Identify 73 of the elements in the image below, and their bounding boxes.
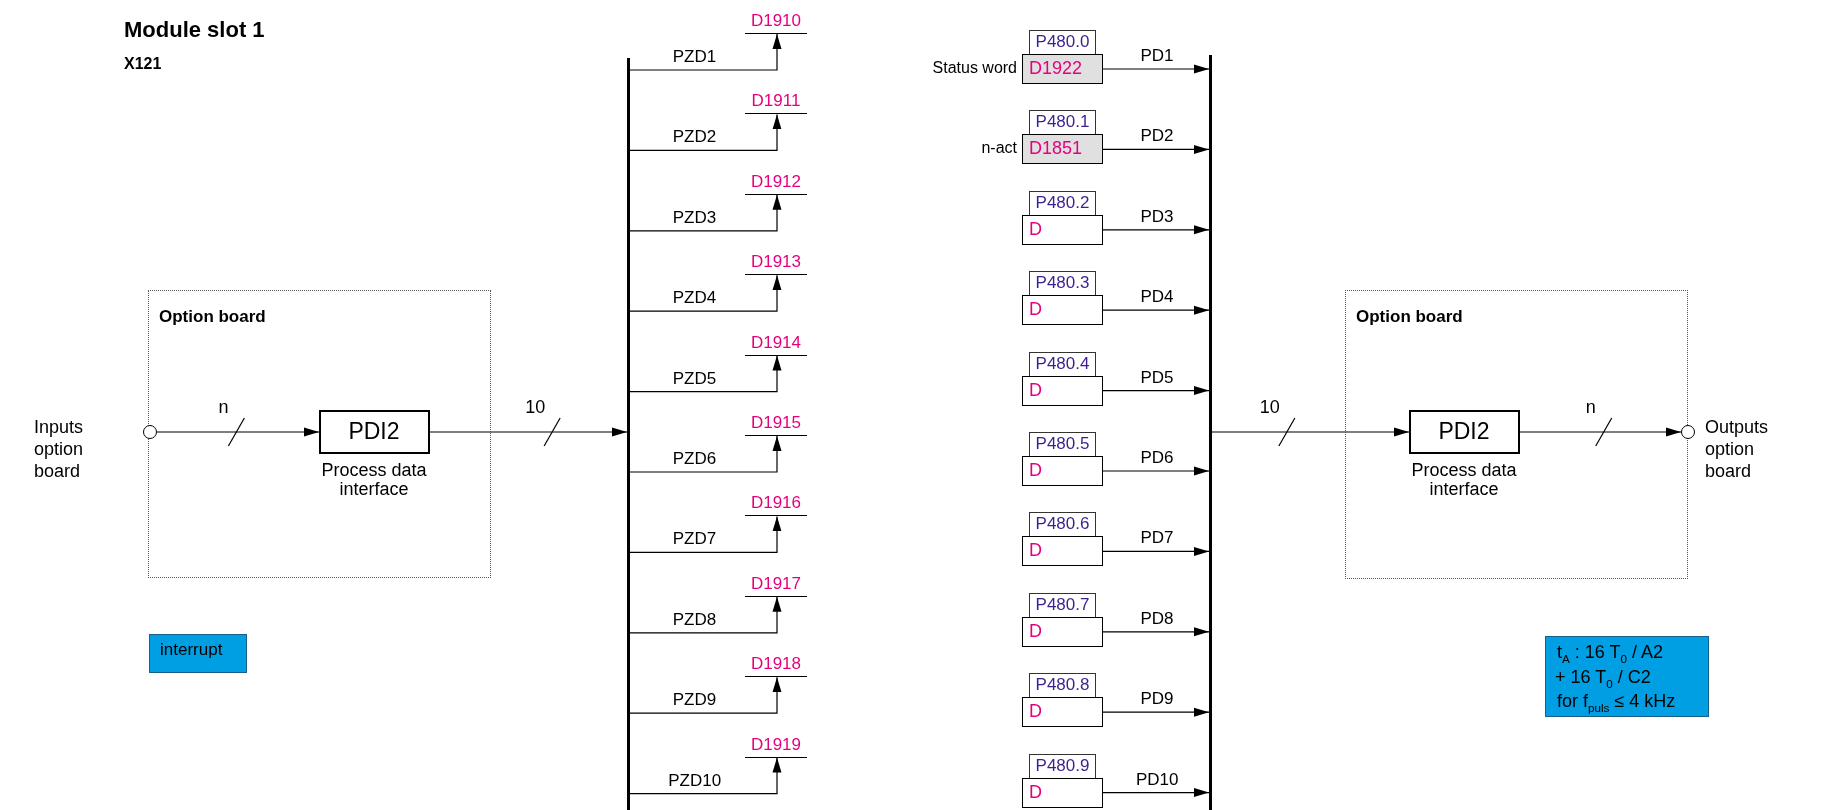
timing-note: t$_{A}$ : 16 T$_{0}$ / A2 (1556, 643, 1665, 667)
arrow (629, 435, 782, 473)
arrow (629, 355, 782, 393)
option-board-frame (148, 290, 491, 578)
parameter-box: D (1022, 616, 1103, 647)
parameter-label: D1910 (745, 9, 807, 34)
parameter-label: D1912 (745, 169, 807, 195)
arrow (1102, 386, 1210, 396)
parameter-label: D1918 (745, 652, 807, 678)
arrow (429, 427, 628, 437)
option-board-frame (1345, 290, 1688, 579)
parameter-box: D (1022, 777, 1103, 808)
arrow (629, 676, 782, 714)
arrow (629, 33, 782, 71)
bus-bar (1209, 55, 1212, 810)
arrow (1102, 305, 1210, 315)
arrow (1102, 466, 1210, 476)
parameter-label: D1915 (745, 411, 807, 436)
input-label: Inputs option board (34, 416, 85, 482)
edge-label: 10 (524, 398, 547, 416)
arrow (1102, 546, 1210, 556)
arrow (1102, 707, 1210, 717)
output-label: Outputs option board (1705, 416, 1770, 482)
signal-name: n-act (981, 138, 1017, 159)
parameter-box: P480.1 (1029, 110, 1096, 136)
bus-bar (627, 58, 630, 810)
arrow (1102, 627, 1210, 637)
parameter-box: P480.2 (1029, 190, 1096, 216)
arrow (1519, 427, 1682, 437)
parameter-box: D (1022, 214, 1103, 245)
parameter-label: D1913 (745, 250, 807, 276)
parameter-label: D1917 (745, 571, 807, 597)
parameter-box: P480.5 (1029, 432, 1096, 457)
frame-heading: Option board (1356, 307, 1463, 327)
parameter-box: P480.7 (1029, 592, 1096, 618)
parameter-box: P480.4 (1029, 351, 1096, 377)
arrow (629, 515, 782, 553)
arrow (629, 596, 782, 634)
parameter-box: D (1022, 375, 1103, 406)
parameter-box: P480.0 (1029, 30, 1096, 55)
arrow (629, 274, 782, 312)
arrow (1102, 788, 1210, 798)
slot-label: X121 (124, 55, 162, 73)
parameter-box: D (1022, 456, 1103, 486)
parameter-label: D1919 (745, 732, 807, 758)
arrow (156, 427, 320, 437)
arrow (629, 194, 782, 232)
arrow (1102, 64, 1210, 74)
parameter-box: D (1022, 697, 1103, 728)
block-caption: Process data interface (320, 460, 428, 499)
arrow (1211, 427, 1410, 437)
parameter-box: P480.6 (1029, 512, 1096, 538)
parameter-label: D1911 (745, 89, 807, 115)
parameter-label: D1914 (745, 330, 807, 356)
parameter-label: D1916 (745, 491, 807, 517)
note-box (1545, 636, 1709, 717)
diagram-title: Module slot 1 (124, 17, 265, 43)
signal-name: Status word (932, 58, 1017, 78)
arrow (629, 757, 782, 795)
parameter-box: P480.9 (1029, 753, 1096, 779)
parameter-box: D (1022, 536, 1103, 567)
timing-note: for f$_{puls}$ ≤ 4 kHz (1556, 692, 1677, 716)
parameter-box: D (1022, 295, 1103, 326)
edge-label: 10 (1258, 398, 1281, 416)
arrow (1102, 225, 1210, 235)
block-caption: Process data interface (1410, 460, 1518, 499)
parameter-box: P480.8 (1029, 673, 1096, 699)
arrow (629, 113, 782, 151)
arrow (1102, 144, 1210, 154)
parameter-box: P480.3 (1029, 271, 1096, 297)
timing-note: + 16 T$_{0}$ / C2 (1554, 667, 1652, 692)
frame-heading: Option board (159, 307, 266, 327)
note-box: interrupt (149, 634, 247, 673)
